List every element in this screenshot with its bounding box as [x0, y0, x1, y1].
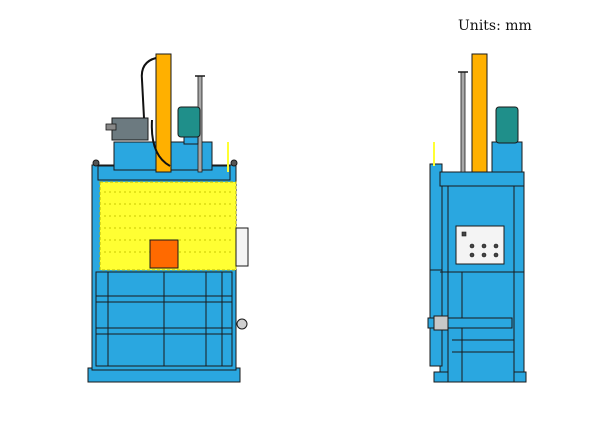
- side-motor-stand: [491, 141, 523, 173]
- side-guide-rod: [460, 71, 466, 173]
- front-hose-a: [140, 57, 157, 119]
- front-side-panel: [235, 227, 249, 267]
- front-cylinder: [155, 53, 172, 173]
- side-base-left: [433, 371, 449, 383]
- side-base-right: [513, 371, 527, 383]
- side-cylinder: [471, 53, 488, 173]
- side-top-cap: [439, 171, 525, 187]
- front-door-wheel: [236, 318, 248, 330]
- side-clamp-bar: [427, 317, 513, 329]
- chamber-texture: [104, 191, 232, 253]
- front-left-pulley: [92, 159, 100, 167]
- side-clamp-block: [433, 315, 449, 331]
- side-lower-frame: [440, 186, 524, 382]
- side-main-body: [439, 171, 525, 383]
- control-buttons: [461, 231, 499, 258]
- front-motor: [177, 106, 201, 138]
- side-view: [427, 53, 527, 383]
- front-valve-block: [111, 117, 149, 141]
- side-motor: [495, 106, 519, 144]
- front-right-pulley: [230, 159, 238, 167]
- front-lower-frame: [95, 271, 233, 367]
- front-valve-lever: [105, 123, 117, 131]
- front-hose-b: [150, 119, 171, 167]
- units-label: Units: mm: [458, 18, 532, 34]
- front-orange-door: [149, 239, 179, 269]
- front-view: [87, 53, 249, 383]
